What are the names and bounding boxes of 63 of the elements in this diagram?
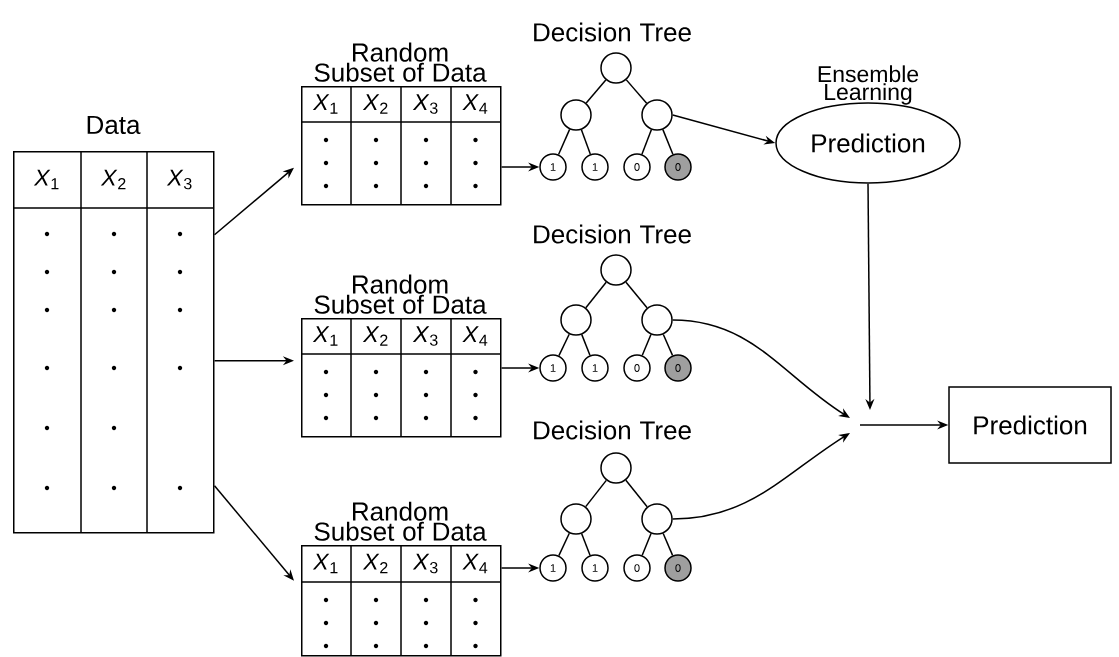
tree-branch [625, 281, 648, 309]
tree-branch [641, 333, 652, 357]
leaf-node: 0 [664, 354, 692, 382]
data-table: X$_{1}$ X$_{2}$ X$_{3}$ X$_{4}$ [300, 85, 502, 206]
tree-branch [558, 532, 571, 557]
leaf-node: 1 [581, 153, 609, 181]
tree-branch [581, 333, 591, 356]
arrow [672, 319, 850, 418]
node-label: X$_{2}$ [362, 94, 388, 114]
tree-node [560, 503, 592, 535]
tree-node [560, 99, 592, 131]
leaf-node: 1 [581, 554, 609, 582]
node-label: X$_{4}$ [462, 94, 488, 114]
node-label: X$_{2}$ [362, 326, 388, 346]
table-title: Random Subset of Data [314, 274, 487, 314]
tree-branch [625, 79, 648, 104]
leaf-node: 1 [539, 354, 567, 382]
node-label: X$_{4}$ [462, 326, 488, 346]
node-label: X$_{4}$ [462, 553, 488, 574]
data-table: X$_{1}$ X$_{2}$ X$_{3}$ X$_{4}$ [300, 317, 502, 438]
leaf-node: 0 [623, 354, 651, 382]
tree-branch [662, 333, 674, 357]
tree-branch [585, 479, 608, 508]
leaf-node: 0 [623, 153, 651, 181]
table-title: Random Subset of Data [314, 42, 487, 82]
node-label: X$_{1}$ [312, 326, 338, 346]
node-label: X$_{1}$ [312, 94, 338, 114]
node-label: X$_{3}$ [412, 94, 438, 114]
tree-branch [557, 128, 571, 156]
tree-branch [585, 281, 607, 309]
table-title: Random Subset of Data [314, 501, 487, 541]
tree-branch [662, 128, 674, 155]
table-title: Data [87, 115, 141, 135]
tree-node [641, 503, 673, 535]
tree-branch [580, 532, 591, 556]
tree-branch [662, 532, 674, 557]
tree-branch [641, 128, 653, 155]
node-label: X$_{3}$ [412, 553, 438, 574]
leaf-node: 0 [664, 153, 692, 181]
tree-node [641, 304, 673, 336]
tree-branch [558, 333, 570, 357]
leaf-node: 0 [664, 554, 692, 582]
node-label: X$_{1}$ [312, 553, 338, 574]
tree-branch [585, 79, 607, 104]
data-table: X$_{1}$ X$_{2}$ X$_{3}$ X$_{4}$ [300, 544, 502, 657]
tree-title: Decision Tree [534, 22, 691, 42]
data-table: X$_{1}$ X$_{2}$ X$_{3}$ [12, 150, 215, 534]
arrow [672, 433, 850, 520]
tree-branch [625, 479, 648, 508]
tree-branch [641, 532, 652, 557]
tree-title: Decision Tree [534, 224, 691, 244]
tree-branch [580, 129, 592, 155]
leaf-node: 1 [539, 554, 567, 582]
leaf-node: 0 [623, 554, 651, 582]
prediction-box: Prediction [948, 386, 1112, 464]
tree-title: Decision Tree [534, 420, 691, 440]
tree-node [560, 304, 592, 336]
node-label: X$_{3}$ [412, 326, 438, 346]
node-label: X$_{2}$ [362, 553, 388, 574]
tree-node [641, 99, 673, 131]
leaf-node: 1 [581, 354, 609, 382]
leaf-node: 1 [539, 153, 567, 181]
ensemble-label: Ensemble Learning [818, 65, 919, 105]
